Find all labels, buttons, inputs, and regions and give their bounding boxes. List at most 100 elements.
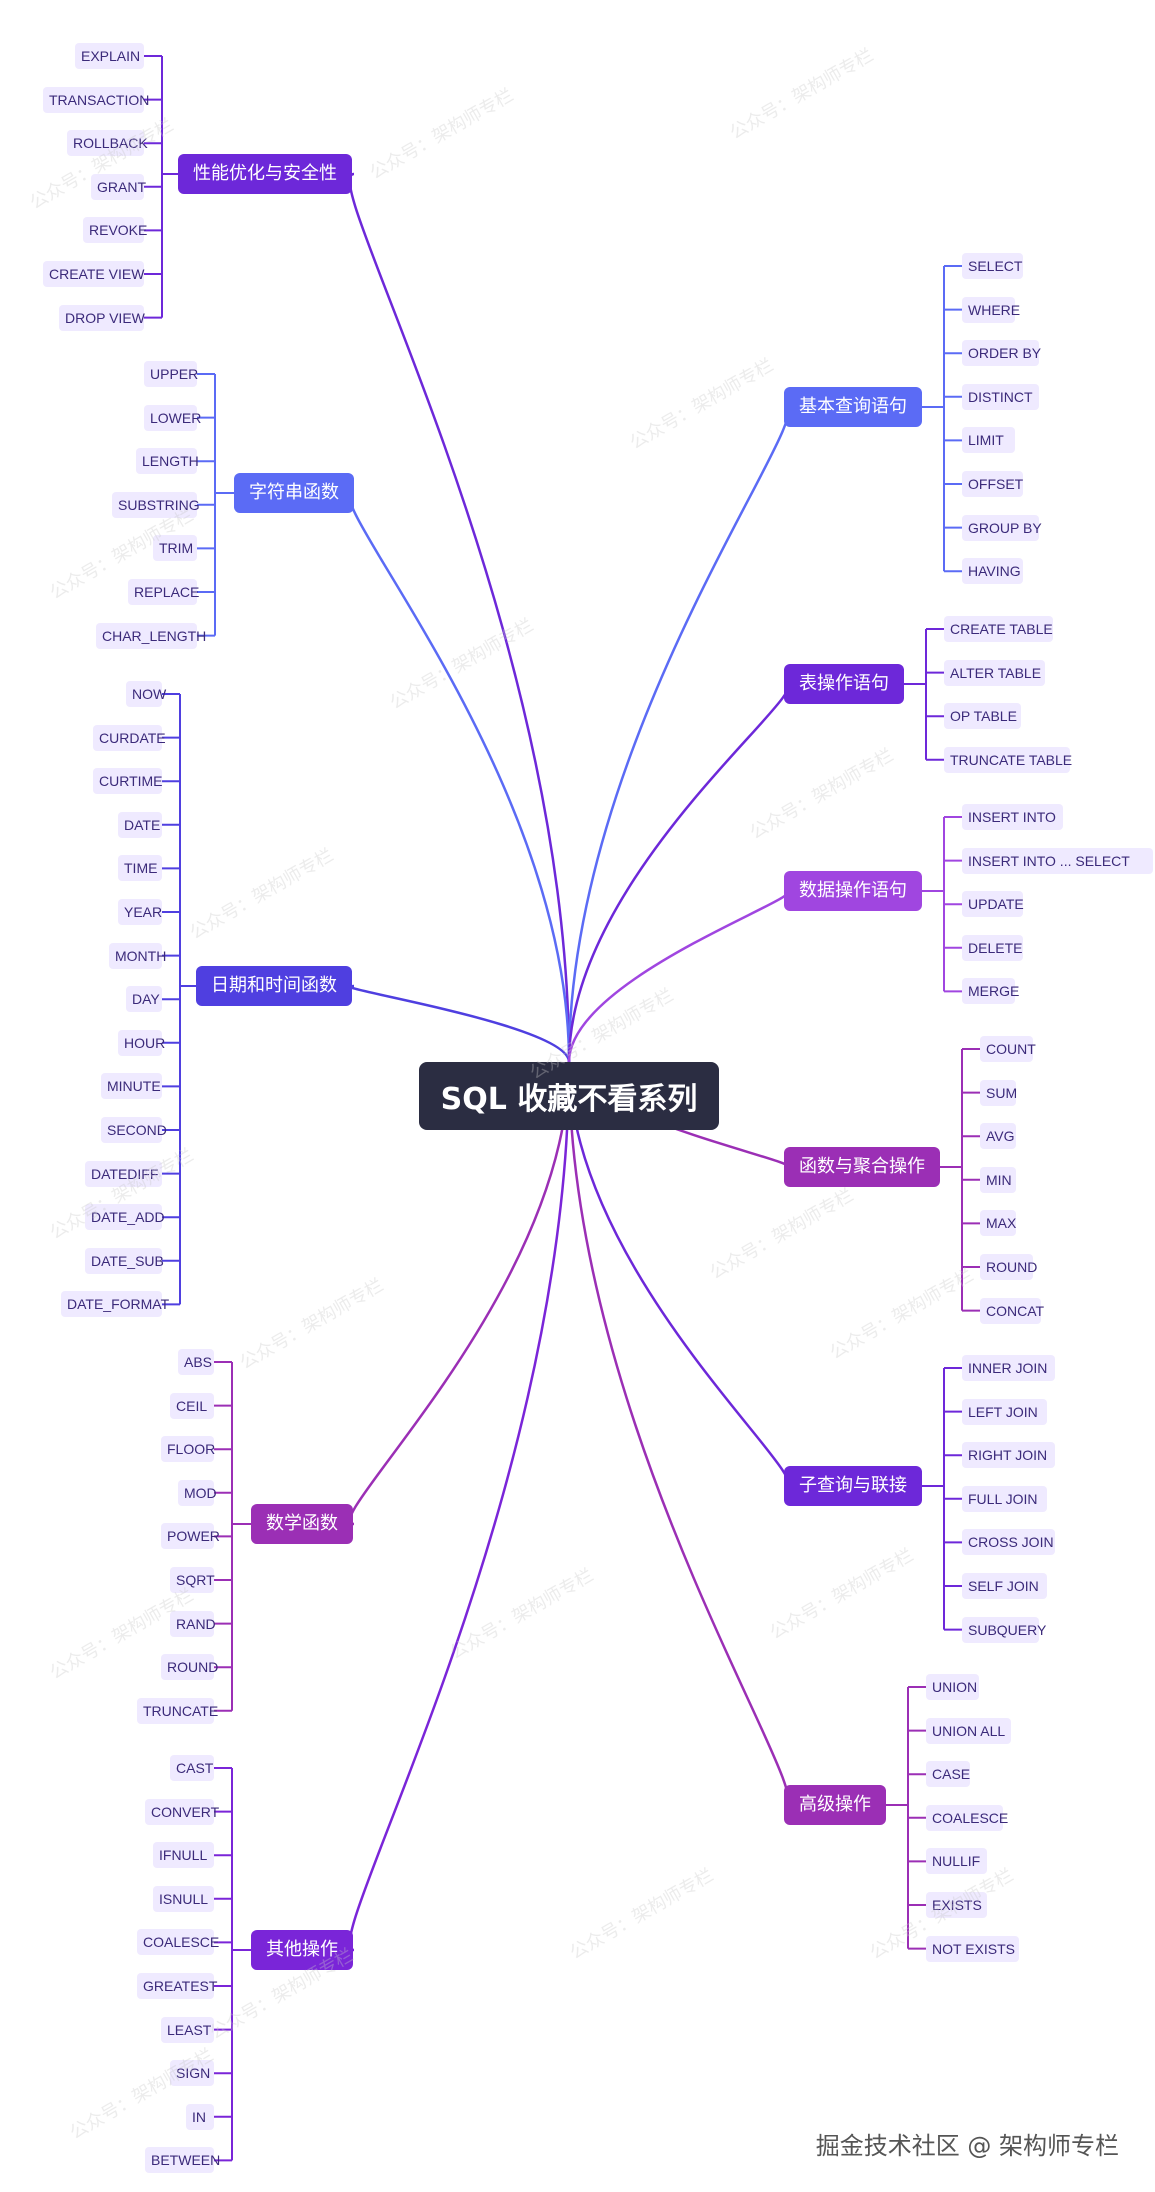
- leaf-perf-5[interactable]: CREATE VIEW: [43, 261, 144, 287]
- leaf-perf-6[interactable]: DROP VIEW: [59, 304, 145, 331]
- leaf-data-2[interactable]: UPDATE: [962, 891, 1024, 918]
- leaf-other-6[interactable]: LEAST: [161, 2016, 214, 2043]
- leaf-agg-0[interactable]: COUNT: [980, 1036, 1036, 1062]
- branch-basic[interactable]: 基本查询语句: [784, 387, 922, 427]
- root-node[interactable]: SQL 收藏不看系列: [419, 1062, 719, 1130]
- leaf-math-5[interactable]: SQRT: [170, 1567, 215, 1593]
- leaf-datetime-13[interactable]: DATE_SUB: [85, 1247, 164, 1274]
- leaf-datetime-11[interactable]: DATEDIFF: [85, 1160, 162, 1187]
- leaf-table-3[interactable]: TRUNCATE TABLE: [944, 746, 1072, 773]
- leaf-adv-1[interactable]: UNION ALL: [926, 1717, 1011, 1744]
- leaf-join-1[interactable]: LEFT JOIN: [962, 1398, 1047, 1425]
- leaf-other-3[interactable]: ISNULL: [153, 1885, 214, 1912]
- leaf-string-2[interactable]: LENGTH: [136, 448, 199, 475]
- leaf-basic-7[interactable]: HAVING: [962, 558, 1023, 585]
- leaf-data-1[interactable]: INSERT INTO ... SELECT: [962, 847, 1153, 874]
- leaf-perf-4[interactable]: REVOKE: [83, 217, 147, 244]
- leaf-math-2[interactable]: FLOOR: [161, 1436, 215, 1463]
- branch-adv[interactable]: 高级操作: [784, 1785, 886, 1825]
- leaf-math-8[interactable]: TRUNCATE: [137, 1697, 218, 1724]
- leaf-other-8[interactable]: IN: [186, 2103, 214, 2130]
- leaf-other-9[interactable]: BETWEEN: [145, 2147, 220, 2174]
- leaf-math-4[interactable]: POWER: [161, 1523, 220, 1550]
- leaf-basic-0[interactable]: SELECT: [962, 253, 1023, 279]
- leaf-basic-4[interactable]: LIMIT: [962, 427, 1015, 454]
- branch-data[interactable]: 数据操作语句: [784, 871, 922, 911]
- connector-datetime: [348, 984, 571, 1063]
- leaf-data-3[interactable]: DELETE: [962, 934, 1023, 961]
- leaf-data-0[interactable]: INSERT INTO: [962, 804, 1063, 830]
- leaf-join-6[interactable]: SUBQUERY: [962, 1616, 1046, 1643]
- leaf-agg-2[interactable]: AVG: [980, 1123, 1016, 1150]
- leaf-join-0[interactable]: INNER JOIN: [962, 1355, 1055, 1381]
- leaf-other-2[interactable]: IFNULL: [153, 1842, 214, 1869]
- connector-math: [348, 1061, 571, 1526]
- leaf-string-6[interactable]: CHAR_LENGTH: [96, 622, 206, 649]
- leaf-datetime-7[interactable]: DAY: [126, 986, 162, 1013]
- leaf-basic-5[interactable]: OFFSET: [962, 471, 1023, 497]
- leaf-math-6[interactable]: RAND: [170, 1610, 216, 1637]
- leaf-join-2[interactable]: RIGHT JOIN: [962, 1442, 1055, 1469]
- leaf-adv-5[interactable]: EXISTS: [926, 1892, 987, 1918]
- leaf-string-1[interactable]: LOWER: [144, 404, 201, 431]
- leaf-basic-1[interactable]: WHERE: [962, 296, 1020, 323]
- leaf-datetime-3[interactable]: DATE: [118, 811, 162, 838]
- leaf-string-3[interactable]: SUBSTRING: [112, 491, 200, 518]
- branch-table[interactable]: 表操作语句: [784, 664, 904, 704]
- leaf-math-3[interactable]: MOD: [178, 1479, 217, 1506]
- branch-string[interactable]: 字符串函数: [234, 473, 354, 513]
- leaf-math-7[interactable]: ROUND: [161, 1654, 218, 1681]
- leaf-join-4[interactable]: CROSS JOIN: [962, 1529, 1055, 1556]
- leaf-other-1[interactable]: CONVERT: [145, 1798, 219, 1825]
- leaf-string-0[interactable]: UPPER: [144, 361, 198, 387]
- leaf-datetime-0[interactable]: NOW: [126, 681, 166, 707]
- leaf-adv-4[interactable]: NULLIF: [926, 1848, 987, 1875]
- leaf-datetime-4[interactable]: TIME: [118, 855, 162, 882]
- leaf-basic-2[interactable]: ORDER BY: [962, 340, 1041, 367]
- leaf-adv-6[interactable]: NOT EXISTS: [926, 1935, 1019, 1962]
- leaf-agg-5[interactable]: ROUND: [980, 1254, 1037, 1280]
- leaf-basic-6[interactable]: GROUP BY: [962, 514, 1042, 541]
- leaf-other-4[interactable]: COALESCE: [137, 1929, 219, 1956]
- leaf-math-0[interactable]: ABS: [178, 1349, 214, 1375]
- leaf-datetime-12[interactable]: DATE_ADD: [85, 1204, 165, 1231]
- leaf-agg-4[interactable]: MAX: [980, 1210, 1016, 1237]
- leaf-other-7[interactable]: SIGN: [170, 2060, 214, 2087]
- leaf-datetime-6[interactable]: MONTH: [109, 942, 166, 969]
- branch-agg[interactable]: 函数与聚合操作: [784, 1147, 940, 1187]
- leaf-datetime-9[interactable]: MINUTE: [101, 1073, 162, 1100]
- leaf-perf-3[interactable]: GRANT: [91, 173, 146, 200]
- leaf-perf-0[interactable]: EXPLAIN: [75, 43, 144, 69]
- leaf-table-0[interactable]: CREATE TABLE: [944, 616, 1053, 642]
- leaf-math-1[interactable]: CEIL: [170, 1392, 214, 1419]
- branch-perf[interactable]: 性能优化与安全性: [178, 154, 352, 194]
- leaf-agg-6[interactable]: CONCAT: [980, 1297, 1044, 1324]
- branch-datetime[interactable]: 日期和时间函数: [196, 966, 352, 1006]
- leaf-perf-2[interactable]: ROLLBACK: [67, 130, 148, 157]
- leaf-adv-0[interactable]: UNION: [926, 1674, 979, 1700]
- leaf-string-4[interactable]: TRIM: [153, 535, 197, 562]
- leaf-table-2[interactable]: OP TABLE: [944, 703, 1021, 730]
- leaf-datetime-14[interactable]: DATE_FORMAT: [61, 1291, 169, 1318]
- leaf-basic-3[interactable]: DISTINCT: [962, 383, 1039, 410]
- branch-join[interactable]: 子查询与联接: [784, 1466, 922, 1506]
- leaf-data-4[interactable]: MERGE: [962, 978, 1019, 1005]
- leaf-datetime-5[interactable]: YEAR: [118, 899, 162, 925]
- leaf-adv-3[interactable]: COALESCE: [926, 1804, 1008, 1831]
- leaf-join-5[interactable]: SELF JOIN: [962, 1573, 1047, 1599]
- leaf-datetime-1[interactable]: CURDATE: [93, 724, 166, 751]
- leaf-datetime-10[interactable]: SECOND: [101, 1117, 167, 1143]
- leaf-adv-2[interactable]: CASE: [926, 1761, 970, 1788]
- leaf-datetime-2[interactable]: CURTIME: [93, 768, 163, 795]
- leaf-perf-1[interactable]: TRANSACTION: [43, 86, 149, 113]
- leaf-other-5[interactable]: GREATEST: [137, 1973, 217, 1999]
- branch-other[interactable]: 其他操作: [251, 1930, 353, 1970]
- branch-math[interactable]: 数学函数: [251, 1504, 353, 1544]
- leaf-agg-3[interactable]: MIN: [980, 1166, 1016, 1193]
- leaf-datetime-8[interactable]: HOUR: [118, 1029, 165, 1056]
- leaf-other-0[interactable]: CAST: [170, 1755, 214, 1781]
- leaf-string-5[interactable]: REPLACE: [128, 579, 199, 605]
- leaf-join-3[interactable]: FULL JOIN: [962, 1485, 1047, 1512]
- leaf-table-1[interactable]: ALTER TABLE: [944, 659, 1045, 686]
- leaf-agg-1[interactable]: SUM: [980, 1079, 1017, 1106]
